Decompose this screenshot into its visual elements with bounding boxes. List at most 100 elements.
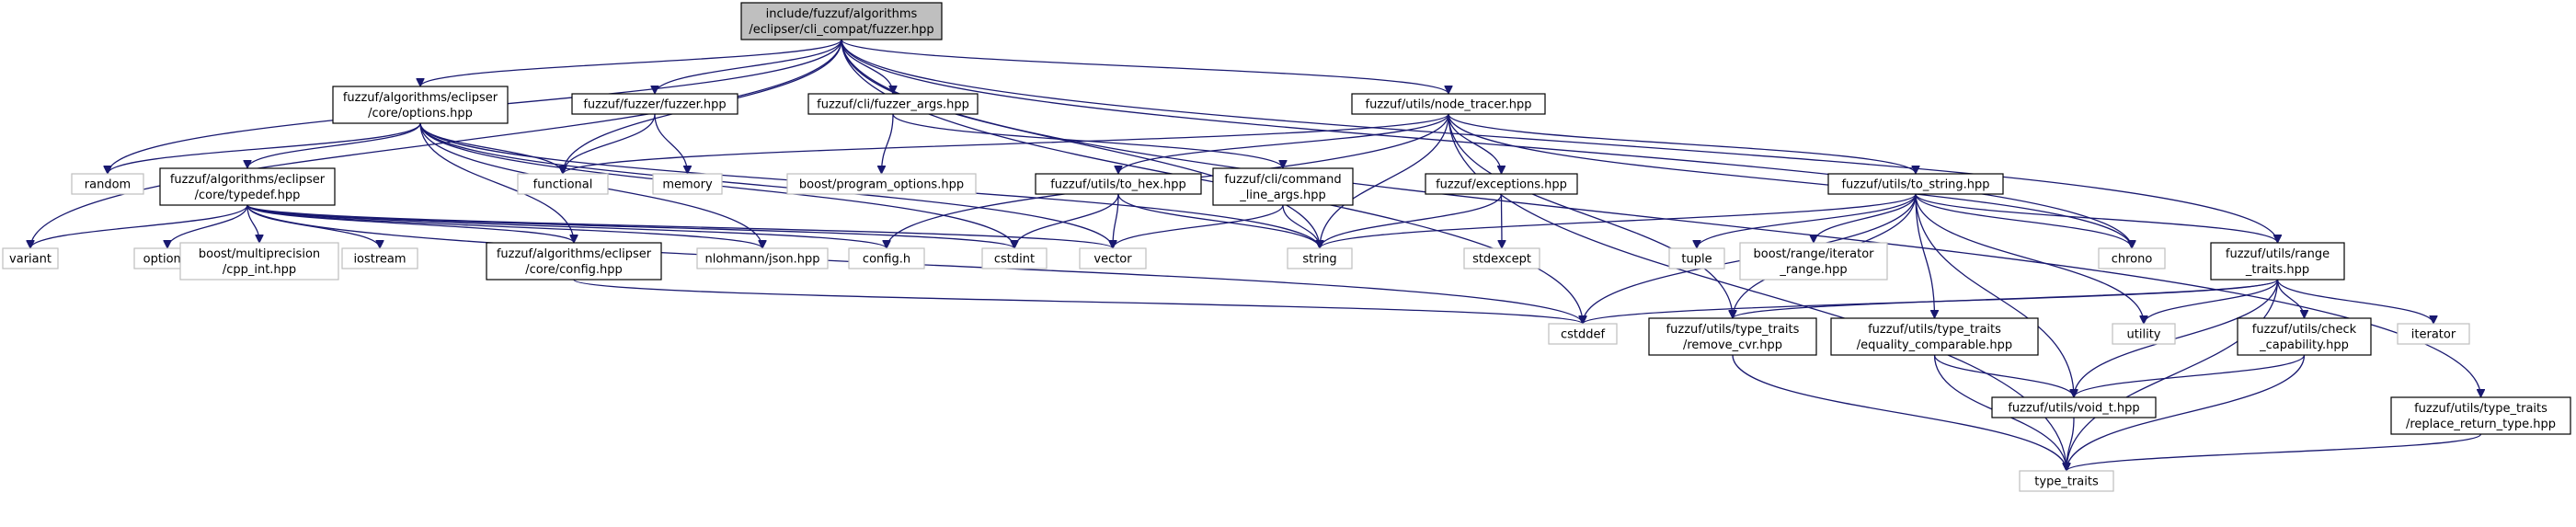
node-cmd_args-label-line-0: fuzzuf/cli/command	[1224, 173, 1341, 187]
node-root-label-line-0: include/fuzzuf/algorithms	[766, 7, 918, 21]
node-chrono: chrono	[2098, 247, 2166, 269]
node-node_tracer-box	[1351, 93, 1546, 115]
node-config_hpp[interactable]: fuzzuf/algorithms/eclipser/core/config.h…	[486, 242, 662, 281]
node-exceptions-box	[1425, 173, 1578, 195]
node-stdexcept: stdexcept	[1463, 247, 1540, 269]
node-iostream: iostream	[341, 247, 418, 269]
node-cstddef: cstddef	[1548, 323, 1618, 345]
node-options[interactable]: fuzzuf/algorithms/eclipser/core/options.…	[332, 86, 509, 124]
node-variant-box	[2, 247, 59, 269]
node-config_hpp-label-line-0: fuzzuf/algorithms/eclipser	[497, 247, 652, 261]
node-stdexcept-box	[1463, 247, 1540, 269]
node-config_h-box	[848, 247, 925, 269]
node-void_t-label-line-0: fuzzuf/utils/void_t.hpp	[2008, 402, 2139, 416]
node-config_hpp-box	[486, 242, 662, 281]
edge-config_hpp-to-cstddef	[573, 279, 1583, 325]
node-range_traits-label-line-1: _traits.hpp	[2245, 263, 2309, 277]
node-boost_range: boost/range/iterator_range.hpp	[1739, 242, 1888, 281]
edge-check_cap-to-void_t	[2074, 354, 2306, 398]
node-chrono-label-line-0: chrono	[2112, 253, 2153, 267]
node-cstddef-box	[1548, 323, 1618, 345]
node-typedef-label-line-0: fuzzuf/algorithms/eclipser	[170, 173, 326, 187]
node-node_tracer-label-line-0: fuzzuf/utils/node_tracer.hpp	[1366, 98, 1532, 112]
node-typedef-box	[159, 167, 336, 206]
node-iterator-label-line-0: iterator	[2411, 328, 2456, 342]
node-functional: functional	[517, 173, 609, 195]
node-utility: utility	[2112, 323, 2176, 345]
node-fuzzer_args[interactable]: fuzzuf/cli/fuzzer_args.hpp	[807, 93, 979, 115]
node-exceptions[interactable]: fuzzuf/exceptions.hpp	[1425, 173, 1578, 195]
node-random-label-line-0: random	[85, 178, 131, 192]
edge-root-to-string	[841, 39, 1320, 248]
edge-typedef-to-json	[246, 204, 762, 249]
edge-node_tracer-to-string	[1320, 113, 1449, 248]
node-tuple-box	[1668, 247, 1725, 269]
node-random: random	[71, 173, 144, 195]
node-root-box	[740, 2, 943, 40]
node-void_t[interactable]: fuzzuf/utils/void_t.hpp	[1991, 396, 2157, 418]
node-cmd_args-label-line-1: _line_args.hpp	[1239, 189, 1325, 202]
node-fuzzer[interactable]: fuzzuf/fuzzer/fuzzer.hpp	[571, 93, 738, 115]
edge-typedef-to-boost_mp	[246, 204, 259, 243]
node-range_traits[interactable]: fuzzuf/utils/range_traits.hpp	[2210, 242, 2345, 281]
node-node_tracer[interactable]: fuzzuf/utils/node_tracer.hpp	[1351, 93, 1546, 115]
edge-node_tracer-to-chrono	[1448, 113, 2132, 248]
node-remove_cvr-label-line-0: fuzzuf/utils/type_traits	[1666, 323, 1800, 337]
node-cmd_args[interactable]: fuzzuf/cli/command _line_args.hpp	[1212, 167, 1354, 206]
node-config_hpp-label-line-1: /core/config.hpp	[525, 263, 623, 277]
edge-range_traits-to-iterator	[2276, 279, 2434, 325]
node-replace_ret[interactable]: fuzzuf/utils/type_traits/replace_return_…	[2390, 396, 2571, 435]
edge-to_string-to-void_t	[1915, 193, 2074, 397]
edge-root-to-range_traits	[841, 39, 2278, 243]
node-boost_po: boost/program_options.hpp	[786, 173, 977, 195]
node-chrono-box	[2098, 247, 2166, 269]
edge-cmd_args-to-vector	[1113, 204, 1284, 249]
node-to_string[interactable]: fuzzuf/utils/to_string.hpp	[1827, 173, 2004, 195]
node-equality-label-line-0: fuzzuf/utils/type_traits	[1868, 323, 2001, 337]
edge-options-to-typedef	[247, 122, 421, 169]
node-vector-box	[1079, 247, 1147, 269]
node-equality[interactable]: fuzzuf/utils/type_traits/equality_compar…	[1830, 317, 2039, 356]
edge-range_traits-to-type_traits	[2067, 279, 2279, 471]
edge-to_string-to-utility	[1915, 193, 2144, 324]
edge-check_cap-to-type_traits	[2067, 354, 2306, 471]
node-string: string	[1287, 247, 1353, 269]
node-boost_range-box	[1739, 242, 1888, 281]
node-to_hex[interactable]: fuzzuf/utils/to_hex.hpp	[1035, 173, 1202, 195]
node-iostream-box	[341, 247, 418, 269]
node-typedef-label-line-1: /core/typedef.hpp	[195, 189, 301, 202]
node-replace_ret-box	[2390, 396, 2571, 435]
node-memory: memory	[652, 173, 723, 195]
node-remove_cvr-label-line-1: /remove_cvr.hpp	[1683, 338, 1782, 352]
node-json: nlohmann/json.hpp	[696, 247, 829, 269]
node-remove_cvr-box	[1648, 317, 1817, 356]
node-to_hex-box	[1035, 173, 1202, 195]
node-check_cap-label-line-1: _capability.hpp	[2259, 338, 2349, 352]
edge-range_traits-to-check_cap	[2276, 279, 2305, 319]
edge-root-to-fuzzer	[655, 39, 842, 95]
edge-typedef-to-cstdint	[246, 204, 1014, 249]
edge-equality-to-void_t	[1933, 354, 2075, 398]
edge-replace_ret-to-type_traits	[2067, 433, 2482, 472]
node-remove_cvr[interactable]: fuzzuf/utils/type_traits/remove_cvr.hpp	[1648, 317, 1817, 356]
node-root[interactable]: include/fuzzuf/algorithms/eclipser/cli_c…	[740, 2, 943, 40]
node-check_cap[interactable]: fuzzuf/utils/check_capability.hpp	[2237, 317, 2372, 356]
node-functional-box	[517, 173, 609, 195]
edge-options-to-config_hpp	[419, 122, 574, 243]
edge-node_tracer-to-to_string	[1448, 113, 1916, 175]
node-check_cap-box	[2237, 317, 2372, 356]
edge-to_hex-to-string	[1117, 193, 1320, 249]
node-typedef[interactable]: fuzzuf/algorithms/eclipser/core/typedef.…	[159, 167, 336, 206]
node-boost_mp: boost/multiprecision/cpp_int.hpp	[179, 242, 339, 281]
node-fuzzer-box	[571, 93, 738, 115]
edge-fuzzer-to-functional	[563, 113, 656, 175]
edge-to_string-to-range_traits	[1915, 193, 2278, 244]
edge-options-to-functional	[419, 122, 563, 175]
edge-exceptions-to-string	[1320, 193, 1503, 249]
edge-typedef-to-config_h	[246, 204, 887, 249]
edge-node_tracer-to-to_hex	[1118, 113, 1449, 175]
node-vector-label-line-0: vector	[1093, 253, 1132, 267]
node-string-box	[1287, 247, 1353, 269]
node-json-label-line-0: nlohmann/json.hpp	[705, 253, 820, 267]
edge-exceptions-to-stdexcept	[1502, 193, 1503, 248]
